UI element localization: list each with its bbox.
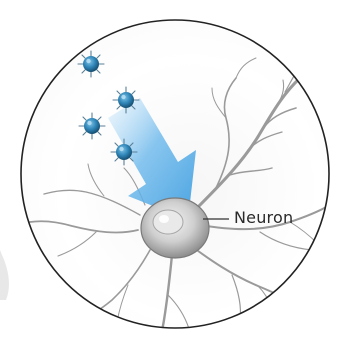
virus-particle-icon bbox=[111, 139, 137, 165]
virus-particle-icon bbox=[78, 51, 104, 77]
virus-particle-icon bbox=[113, 87, 139, 113]
virus-particle-icon bbox=[79, 113, 105, 139]
edge-shadow bbox=[0, 250, 9, 300]
neuron-nucleus bbox=[153, 210, 183, 234]
neuron-label: Neuron bbox=[234, 208, 293, 227]
